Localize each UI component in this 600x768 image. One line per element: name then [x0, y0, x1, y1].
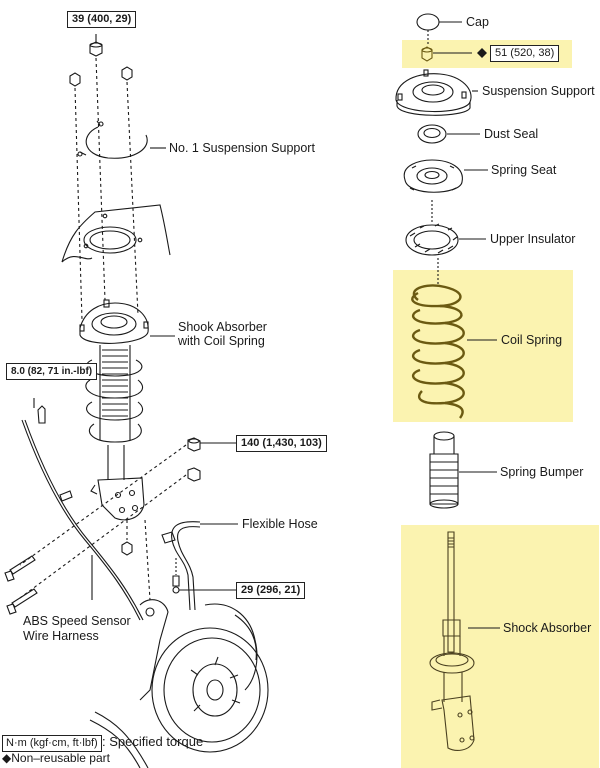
alignment-dashes-top: [74, 57, 139, 321]
knuckle-nut: [121, 437, 201, 556]
label-coil-spring: Coil Spring: [501, 333, 563, 347]
label-no1-suspension-support: No. 1 Suspension Support: [169, 141, 315, 155]
legend-torque-unit: N·m (kgf·cm, ft·lbf): [2, 735, 102, 752]
piston-rod-nut-part: [421, 46, 433, 62]
hose-bracket-bolt: [172, 558, 180, 594]
label-abs-wire-1: ABS Speed Sensor: [23, 614, 131, 628]
upper-insulator-part: [405, 223, 459, 256]
torque-strut-to-knuckle: 140 (1,430, 103): [236, 435, 327, 452]
non-reusable-marker-icon: [477, 48, 487, 58]
dust-seal-part: [417, 124, 447, 144]
legend-specified-torque: : Specified torque: [102, 734, 204, 749]
knuckle-bolts: [4, 555, 38, 615]
highlight-coil-spring: [393, 270, 573, 422]
torque-top-nuts: 39 (400, 29): [67, 11, 137, 28]
steering-knuckle-and-disc: [89, 599, 269, 768]
label-shock-with-spring-2: with Coil Spring: [178, 334, 265, 348]
shock-with-coil-spring-part: [79, 299, 149, 521]
label-suspension-support: Suspension Support: [482, 84, 595, 98]
legend-non-reusable: ◆Non–reusable part: [2, 751, 110, 765]
label-shock-absorber: Shock Absorber: [503, 621, 592, 635]
top-nut-right: [121, 66, 133, 81]
coil-spring-part: [411, 284, 465, 419]
torque-hose-bracket-bolt: 29 (296, 21): [236, 582, 306, 599]
cap-part: [416, 13, 440, 31]
abs-sensor-wire-part: [21, 398, 144, 621]
label-spring-seat: Spring Seat: [491, 163, 557, 177]
highlight-shock-absorber: [401, 525, 599, 768]
spring-seat-part: [403, 159, 463, 193]
no1-suspension-support-part: [77, 120, 148, 159]
top-nut-left: [69, 72, 81, 87]
torque-sensor-bolt: 8.0 (82, 71 in.-lbf): [6, 363, 98, 380]
label-abs-wire-2: Wire Harness: [23, 629, 99, 643]
label-shock-with-spring-1: Shook Absorber: [178, 320, 267, 334]
label-dust-seal: Dust Seal: [484, 127, 539, 141]
label-upper-insulator: Upper Insulator: [490, 232, 576, 246]
spring-bumper-part: [429, 431, 459, 509]
torque-piston-rod-nut: 51 (520, 38): [490, 45, 560, 62]
label-spring-bumper: Spring Bumper: [500, 465, 584, 479]
top-nut-center: [89, 41, 103, 57]
label-flexible-hose: Flexible Hose: [242, 517, 318, 531]
alignment-dashes-bolts: [19, 444, 187, 601]
flexible-hose-part: [161, 521, 201, 611]
shock-absorber-part: [429, 531, 475, 751]
body-panel: [61, 204, 171, 263]
label-cap: Cap: [466, 15, 489, 29]
suspension-support-part: [395, 69, 472, 116]
